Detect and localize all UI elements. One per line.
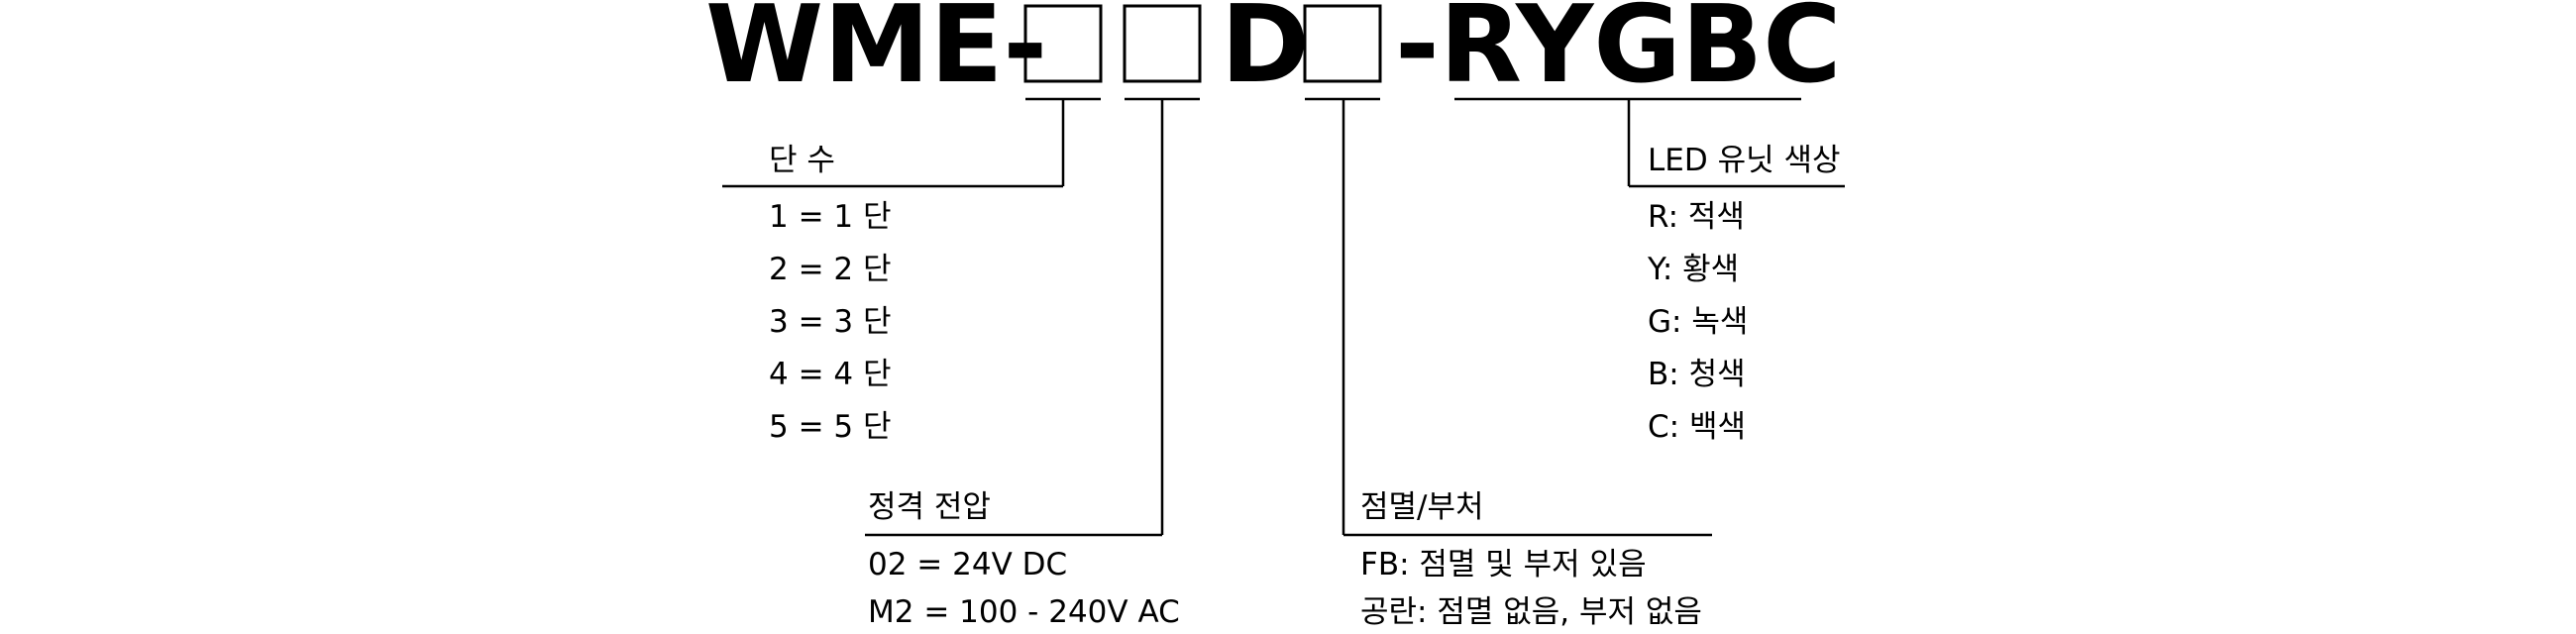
led-option-r: R: 적색 xyxy=(1648,199,1745,235)
stages-option-2: 2 = 2 단 xyxy=(769,252,892,287)
stages-option-4: 4 = 4 단 xyxy=(769,357,892,392)
voltage-option-1: 02 = 24V DC xyxy=(868,547,1067,582)
buzzer-group: 점멸/부처 FB: 점멸 및 부저 있음 공란: 점멸 없음, 부저 없음 xyxy=(1342,99,1712,630)
led-option-b: B: 청색 xyxy=(1648,357,1746,392)
model-middle: D xyxy=(1221,0,1310,107)
stages-option-3: 3 = 3 단 xyxy=(769,304,892,340)
buzzer-option-2: 공란: 점멸 없음, 부저 없음 xyxy=(1360,594,1702,630)
model-suffix: -RYGBC xyxy=(1395,0,1842,107)
led-title: LED 유닛 색상 xyxy=(1648,143,1841,178)
buzzer-title: 점멸/부처 xyxy=(1360,489,1484,525)
led-option-c: C: 백색 xyxy=(1648,409,1746,445)
placeholder-box-stages xyxy=(1023,4,1103,83)
buzzer-option-1: FB: 점멸 및 부저 있음 xyxy=(1360,547,1647,582)
model-prefix: WME- xyxy=(705,0,1047,107)
placeholder-box-voltage xyxy=(1123,4,1202,83)
led-option-y: Y: 황색 xyxy=(1647,252,1739,287)
stages-option-1: 1 = 1 단 xyxy=(769,199,892,235)
led-option-g: G: 녹색 xyxy=(1648,304,1748,340)
voltage-option-2: M2 = 100 - 240V AC xyxy=(868,594,1180,630)
voltage-title: 정격 전압 xyxy=(868,489,991,525)
voltage-group: 정격 전압 02 = 24V DC M2 = 100 - 240V AC xyxy=(865,99,1180,630)
model-code: WME- D -RYGBC xyxy=(705,0,1842,107)
stages-title: 단 수 xyxy=(769,143,835,178)
placeholder-box-buzzer xyxy=(1303,4,1382,83)
stages-group: 단 수 1 = 1 단 2 = 2 단 3 = 3 단 4 = 4 단 5 = … xyxy=(722,99,1065,445)
led-group: LED 유닛 색상 R: 적색 Y: 황색 G: 녹색 B: 청색 C: 백색 xyxy=(1627,99,1845,445)
stages-option-5: 5 = 5 단 xyxy=(769,409,892,445)
